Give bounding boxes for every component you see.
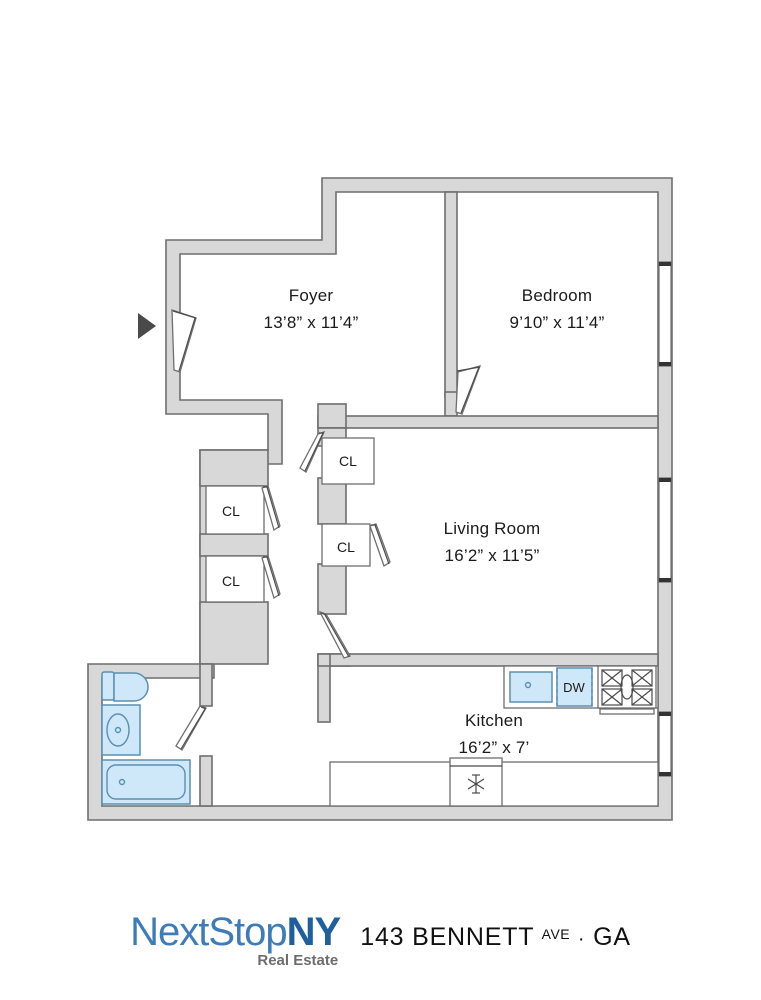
closet-4-recess [205,555,265,603]
wall-bedroom-door-stub [444,391,458,417]
closet-1-label: CL [339,453,357,469]
closet-2-label: CL [337,539,355,555]
wall-bathroom-right-upper [199,663,213,707]
window-bedroom [658,261,672,367]
svg-text:16’2” x 11’5”: 16’2” x 11’5” [445,546,540,565]
address-separator: · [577,927,586,950]
apartment-wall-shell [87,177,673,821]
property-address: 143 BENNETT AVE · GA [360,923,631,952]
window-kitchen [658,711,672,777]
wall-bathroom-right-lower [199,755,213,807]
logo-tagline: Real Estate [257,952,339,969]
closet-3: CL [205,485,281,535]
bedroom-door[interactable] [455,365,482,415]
bathroom-door[interactable] [175,705,207,751]
closet-4: CL [205,555,281,603]
wall-hall-closet-mid [199,533,269,557]
stove-handle [599,708,655,715]
wall-living-left-top-stub [317,403,347,429]
logo-wordmark: NextStopNY [130,910,342,954]
room-label-living-room: Living Room 16’2” x 11’5” [444,519,541,565]
svg-text:9’10” x 11’4”: 9’10” x 11’4” [510,313,605,332]
living-room-door[interactable] [318,610,351,659]
footer: NextStopNY Real Estate 143 BENNETT AVE ·… [0,880,761,1000]
svg-text:Bedroom: Bedroom [522,286,592,305]
brand-logo: NextStopNY Real Estate [130,910,342,969]
closet-2: CL [321,523,391,568]
closet-1: CL [299,430,375,485]
sink-vanity-icon [101,704,141,756]
toilet-icon [101,671,149,702]
closet-2-recess [321,523,371,567]
entry-arrow-icon [138,313,156,339]
entry-door[interactable] [171,309,197,373]
address-street: 143 BENNETT [360,922,534,951]
dishwasher: DW [556,667,593,707]
address-unit: GA [593,922,631,951]
room-label-kitchen: Kitchen 16’2” x 7’ [459,711,530,757]
svg-text:13’8” x 11’4”: 13’8” x 11’4” [264,313,359,332]
svg-text:Living Room: Living Room [444,519,541,538]
svg-text:Foyer: Foyer [289,286,334,305]
four-burner-stove-icon [597,665,657,715]
floor-plan-svg: CL CL CL [87,177,673,821]
wall-living-room-top [317,415,659,429]
svg-text:Kitchen: Kitchen [465,711,523,730]
closet-3-label: CL [222,503,240,519]
wall-kitchen-top [329,653,659,667]
room-label-bedroom: Bedroom 9’10” x 11’4” [510,286,605,332]
wall-foyer-bedroom [444,191,458,398]
address-street-type: AVE [541,925,571,942]
closet-1-recess [321,437,375,485]
refrigerator [449,757,503,807]
dishwasher-label: DW [563,680,585,695]
closet-3-recess [205,485,265,535]
wall-hall-closet-bottom [199,601,269,665]
floor-plan-drawing: CL CL CL [87,177,673,821]
svg-text:16’2” x 7’: 16’2” x 7’ [459,738,530,757]
closet-4-label: CL [222,573,240,589]
room-label-foyer: Foyer 13’8” x 11’4” [264,286,359,332]
logo-part-nextstop: NextStop [130,910,288,954]
bathtub-icon [101,759,191,805]
logo-part-ny: NY [286,910,342,954]
snowflake-icon [467,774,485,794]
wall-living-left-c [317,563,347,615]
wall-living-left-b [317,477,347,525]
kitchen-sink-icon [509,671,553,703]
window-living-room [658,477,672,583]
wall-hall-closet-top [199,449,269,487]
